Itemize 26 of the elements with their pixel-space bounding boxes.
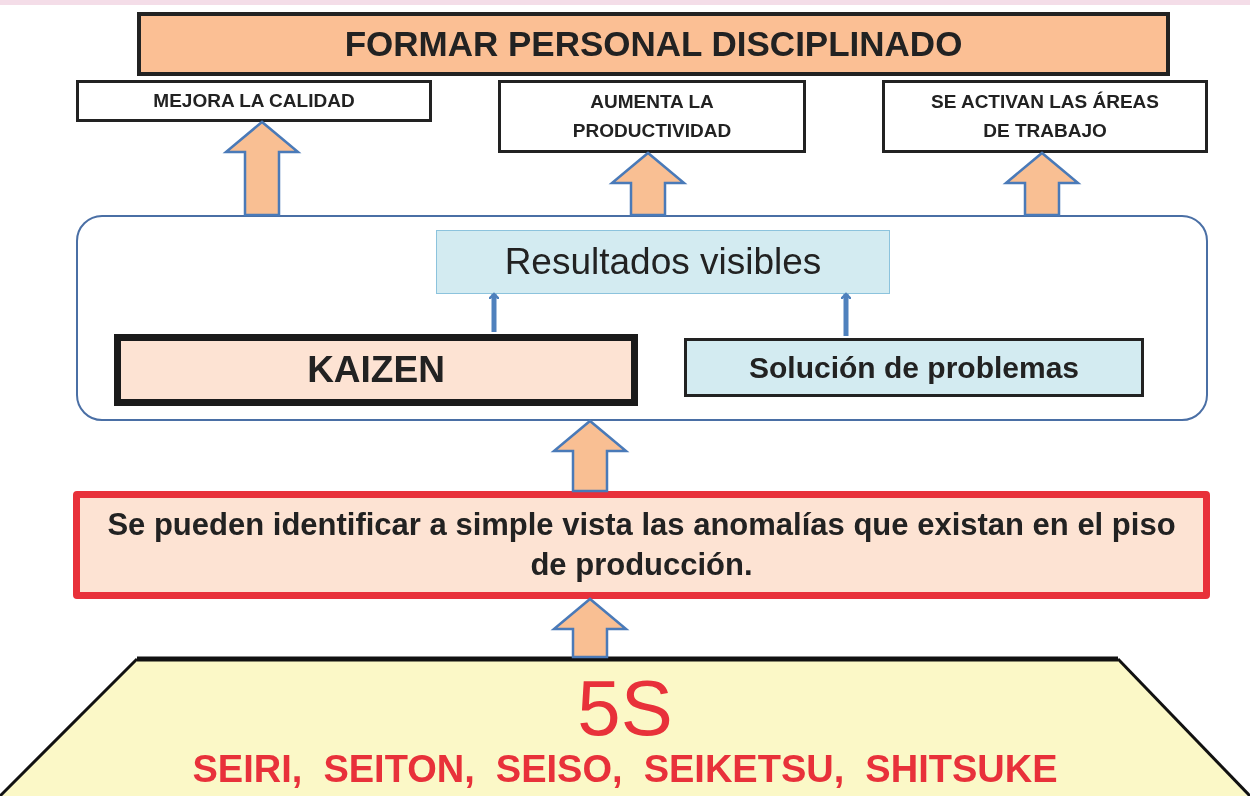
heading: 5S: [577, 669, 673, 747]
arrow: [839, 292, 853, 336]
block-arrow: [550, 597, 630, 659]
block-arrow: [608, 151, 688, 217]
result-box: [882, 80, 1208, 153]
process-box: [684, 338, 1144, 397]
label: SE ACTIVAN LAS ÁREAS DE TRABAJO: [930, 90, 1160, 143]
label: Solución de problemas: [748, 349, 1080, 386]
process-box: [114, 334, 638, 406]
result-box: [498, 80, 806, 153]
result-box: [436, 230, 890, 294]
result-box: [76, 80, 432, 122]
block-arrow: [222, 120, 302, 217]
block-arrow: [550, 419, 630, 493]
label: Resultados visibles: [504, 239, 822, 284]
block-arrow: [1002, 151, 1082, 217]
step-list: SEIRI, SEITON, SEISO, SEIKETSU, SHITSUKE: [192, 747, 1058, 793]
label: AUMENTA LA PRODUCTIVIDAD: [571, 90, 733, 143]
label: FORMAR PERSONAL DISCIPLINADO: [344, 23, 963, 65]
label: MEJORA LA CALIDAD: [153, 88, 355, 113]
label: Se pueden identificar a simple vista las anomalías que existan en el piso de producción.: [106, 505, 1177, 584]
label: KAIZEN: [307, 347, 445, 392]
title-box: [137, 12, 1170, 76]
group-container: [76, 215, 1208, 421]
statement-box: [73, 491, 1210, 599]
arrow: [487, 292, 501, 332]
